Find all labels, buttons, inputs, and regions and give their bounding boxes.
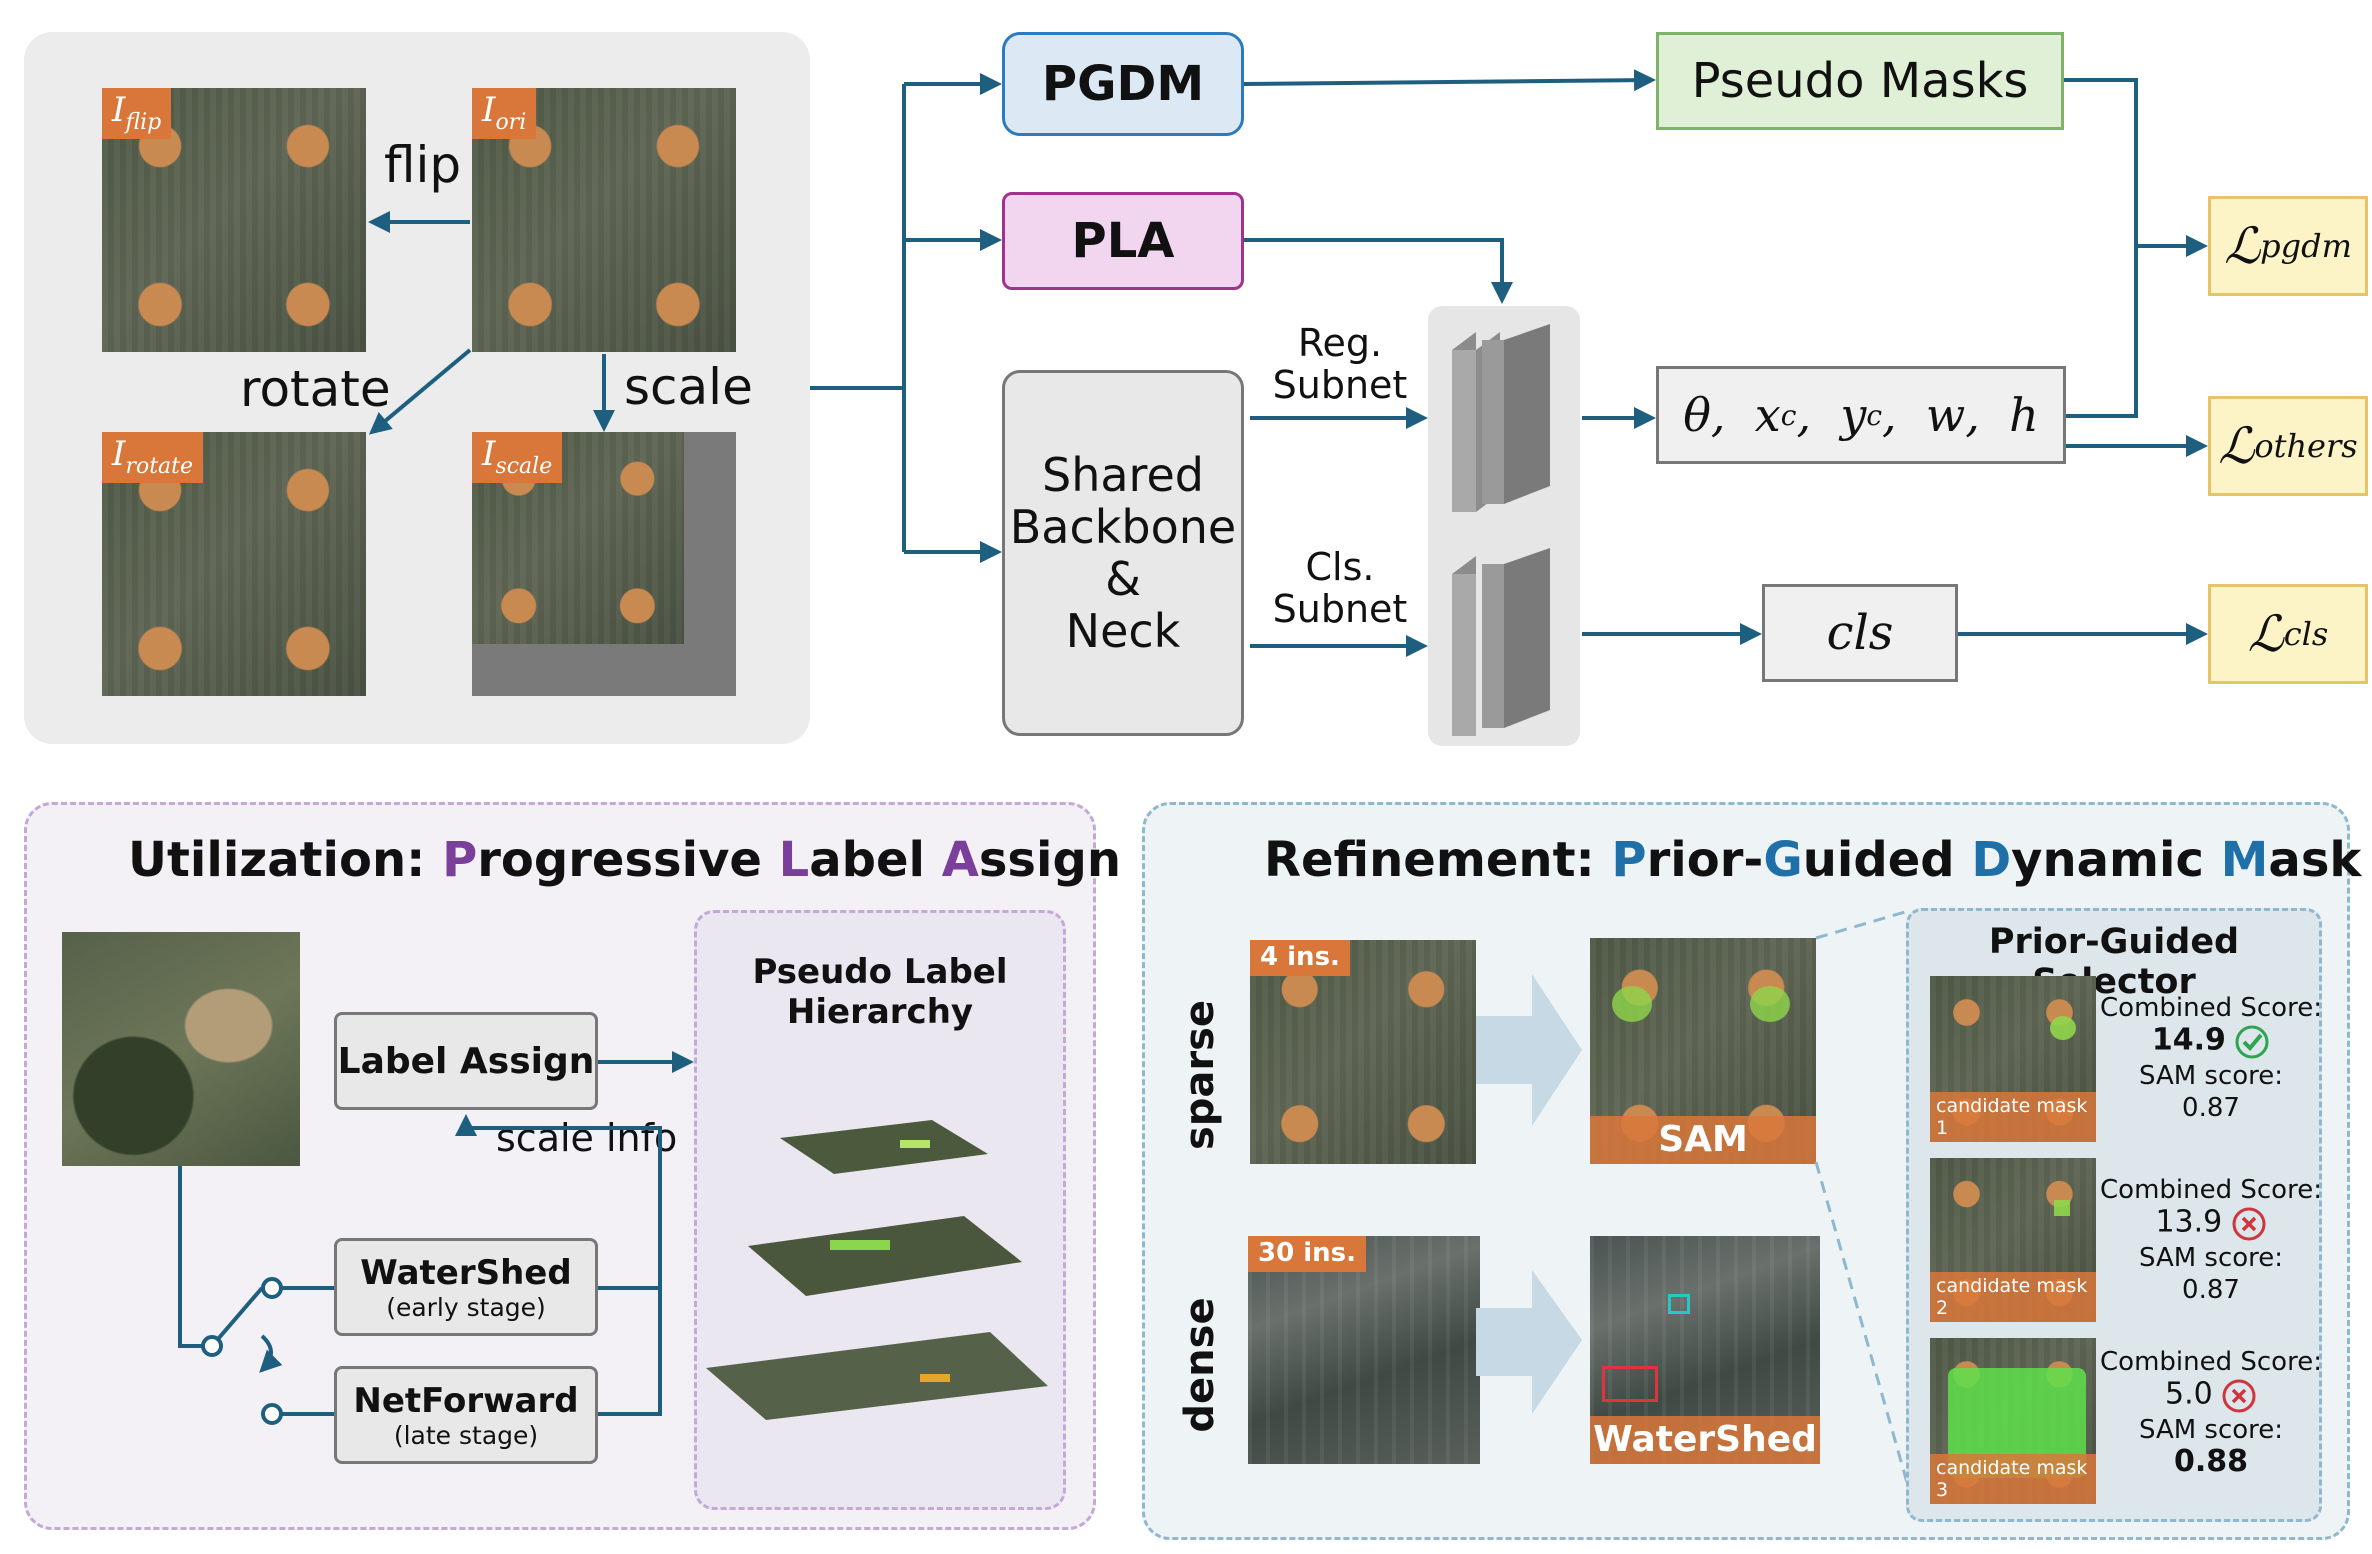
candidate-score-2: Combined Score: 13.9 SAM score: 0.87 [2100,1175,2322,1305]
pgdm-arrows [1476,908,1914,1501]
label-assign-box: Label Assign [334,1012,598,1110]
candidate-score-1: Combined Score: 14.9 SAM score: 0.87 [2100,993,2322,1123]
watershed-tag: WaterShed [1590,1416,1820,1464]
reg-subnet-blocks [1452,324,1550,512]
dense-output-image: WaterShed [1590,1236,1820,1464]
pipeline-arrows [368,69,2208,736]
pla-arrows [178,1051,1048,1425]
switch-rotate-arc [259,1334,283,1373]
arrow-masks-bracket [2064,78,2138,418]
cls-subnet-label: Cls. Subnet [1272,545,1408,631]
cross-icon [2232,1207,2266,1241]
cross-icon [2222,1379,2256,1413]
label-flip: flip [384,136,462,194]
netforward-box: NetForward (late stage) [334,1366,598,1464]
tag-ori: Iori [472,88,537,139]
big-arrows [1476,974,1582,1414]
candidate-score-3: Combined Score: 5.0 SAM score: 0.88 [2100,1347,2322,1479]
candidate-label-1: candidate mask 1 [1930,1092,2096,1142]
pseudo-masks-box: Pseudo Masks [1656,32,2064,130]
backbone-line-3: & [1105,552,1141,606]
line-image-to-switch [178,1166,212,1348]
arrow-pgdm-to-masks [1243,69,1656,92]
sparse-count-tag: 4 ins. [1250,940,1350,976]
image-scale-canvas: Iscale [472,432,736,696]
label-rotate: rotate [240,360,391,418]
hierarchy-title: Pseudo Label Hierarchy [752,952,1008,1032]
cls-subnet-blocks [1452,548,1550,736]
check-icon [2235,1025,2269,1059]
pla-box: PLA [1002,192,1244,290]
scale-info-label: scale info [496,1116,678,1160]
dense-count-tag: 30 ins. [1248,1236,1367,1272]
hierarchy-layers [706,1120,1048,1420]
arrow-pla-to-subnets [1244,238,1513,304]
candidate-image-1: candidate mask 1 [1930,976,2096,1142]
sparse-input-image: 4 ins. [1250,940,1476,1164]
image-original: Iori [472,88,736,352]
selector-connector [1814,908,1914,1501]
cls-output-box: cls [1762,584,1958,682]
backbone-line-4: Neck [1065,604,1181,658]
backbone-line-1: Shared [1042,448,1204,502]
pgdm-box: PGDM [1002,32,1244,136]
watershed-box: WaterShed (early stage) [334,1238,598,1336]
reg-subnet-label: Reg. Subnet [1272,321,1408,407]
tag-scale: Iscale [472,432,563,483]
candidate-image-2: candidate mask 2 [1930,1158,2096,1322]
candidate-label-2: candidate mask 2 [1930,1272,2096,1322]
arrow-scale-info [455,1114,662,1290]
tag-rotate: Irotate [102,432,204,483]
backbone-box: Shared Backbone & Neck [1002,370,1244,736]
arrow-rotate [368,348,472,435]
pgdm-panel-title: Refinement: Prior-Guided Dynamic Mask [1264,832,2362,888]
candidate-image-3: candidate mask 3 [1930,1338,2096,1504]
switch-lever [210,1286,264,1348]
image-flip: Iflip [102,88,366,352]
candidate-label-3: candidate mask 3 [1930,1454,2096,1504]
pla-panel-title: Utilization: Progressive Label Assign [128,832,1121,888]
label-scale: scale [624,358,753,416]
sparse-output-image: SAM [1590,938,1816,1164]
sam-tag: SAM [1590,1116,1816,1164]
pla-input-image [62,932,300,1166]
backbone-line-2: Backbone [1009,500,1237,554]
dense-input-image: 30 ins. [1248,1236,1480,1464]
image-rotate: Irotate [102,432,366,696]
tag-flip: Iflip [102,88,172,139]
image-scale: Iscale [472,432,684,644]
